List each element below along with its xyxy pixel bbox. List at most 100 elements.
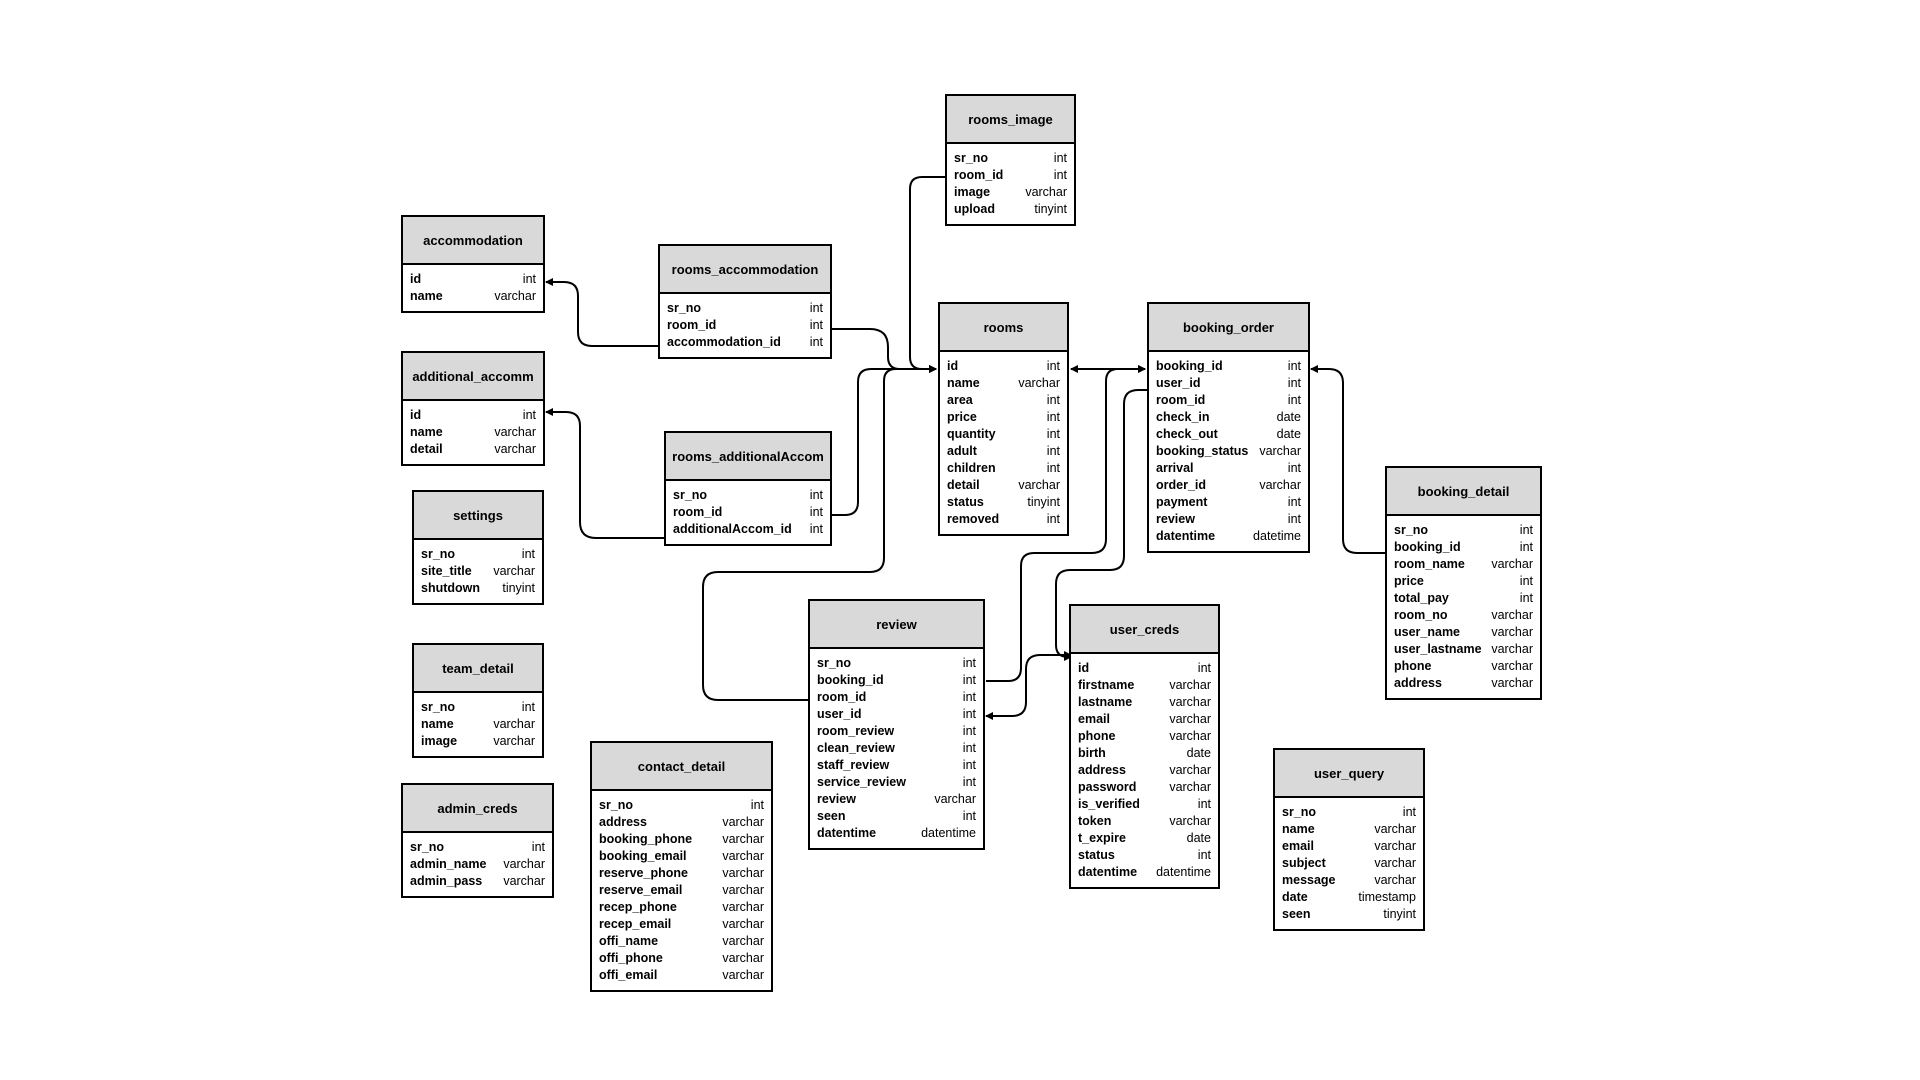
field-row[interactable]: admin_namevarchar — [410, 856, 545, 873]
field-row[interactable]: removedint — [947, 511, 1060, 528]
table-booking-detail[interactable]: booking_detail sr_nointbooking_idintroom… — [1385, 466, 1542, 700]
field-row[interactable]: room_idint — [817, 689, 976, 706]
field-row[interactable]: booking_idint — [1394, 539, 1533, 556]
field-row[interactable]: imagevarchar — [421, 733, 535, 750]
field-row[interactable]: idint — [947, 358, 1060, 375]
table-team-detail[interactable]: team_detail sr_nointnamevarcharimagevarc… — [412, 643, 544, 758]
field-row[interactable]: room_namevarchar — [1394, 556, 1533, 573]
field-row[interactable]: subjectvarchar — [1282, 855, 1416, 872]
field-row[interactable]: imagevarchar — [954, 184, 1067, 201]
field-row[interactable]: namevarchar — [421, 716, 535, 733]
field-row[interactable]: sr_noint — [410, 839, 545, 856]
field-row[interactable]: user_idint — [817, 706, 976, 723]
field-row[interactable]: sr_noint — [673, 487, 823, 504]
table-settings[interactable]: settings sr_nointsite_titlevarcharshutdo… — [412, 490, 544, 605]
field-row[interactable]: room_reviewint — [817, 723, 976, 740]
table-additional-accomm[interactable]: additional_accomm idintnamevarchardetail… — [401, 351, 545, 466]
field-row[interactable]: additionalAccom_idint — [673, 521, 823, 538]
table-admin-creds[interactable]: admin_creds sr_nointadmin_namevarcharadm… — [401, 783, 554, 898]
table-booking-order[interactable]: booking_order booking_idintuser_idintroo… — [1147, 302, 1310, 553]
field-row[interactable]: is_verifiedint — [1078, 796, 1211, 813]
table-user-creds[interactable]: user_creds idintfirstnamevarcharlastname… — [1069, 604, 1220, 889]
field-row[interactable]: sr_noint — [421, 699, 535, 716]
field-row[interactable]: idint — [410, 271, 536, 288]
field-row[interactable]: t_expiredate — [1078, 830, 1211, 847]
field-row[interactable]: room_novarchar — [1394, 607, 1533, 624]
field-row[interactable]: sr_noint — [421, 546, 535, 563]
field-row[interactable]: room_idint — [1156, 392, 1301, 409]
field-row[interactable]: offi_phonevarchar — [599, 950, 764, 967]
field-row[interactable]: room_idint — [673, 504, 823, 521]
field-row[interactable]: admin_passvarchar — [410, 873, 545, 890]
field-row[interactable]: detailvarchar — [410, 441, 536, 458]
field-row[interactable]: addressvarchar — [599, 814, 764, 831]
field-row[interactable]: firstnamevarchar — [1078, 677, 1211, 694]
field-row[interactable]: paymentint — [1156, 494, 1301, 511]
table-rooms[interactable]: rooms idintnamevarcharareaintpriceintqua… — [938, 302, 1069, 536]
field-row[interactable]: service_reviewint — [817, 774, 976, 791]
field-row[interactable]: tokenvarchar — [1078, 813, 1211, 830]
field-row[interactable]: recep_emailvarchar — [599, 916, 764, 933]
field-row[interactable]: statustinyint — [947, 494, 1060, 511]
field-row[interactable]: lastnamevarchar — [1078, 694, 1211, 711]
field-row[interactable]: booking_statusvarchar — [1156, 443, 1301, 460]
field-row[interactable]: emailvarchar — [1282, 838, 1416, 855]
field-row[interactable]: priceint — [947, 409, 1060, 426]
field-row[interactable]: statusint — [1078, 847, 1211, 864]
field-row[interactable]: seenint — [817, 808, 976, 825]
field-row[interactable]: addressvarchar — [1078, 762, 1211, 779]
field-row[interactable]: reserve_emailvarchar — [599, 882, 764, 899]
field-row[interactable]: datentimedatetime — [1156, 528, 1301, 545]
field-row[interactable]: emailvarchar — [1078, 711, 1211, 728]
field-row[interactable]: order_idvarchar — [1156, 477, 1301, 494]
field-row[interactable]: datentimedatentime — [1078, 864, 1211, 881]
field-row[interactable]: booking_idint — [817, 672, 976, 689]
field-row[interactable]: arrivalint — [1156, 460, 1301, 477]
field-row[interactable]: site_titlevarchar — [421, 563, 535, 580]
field-row[interactable]: reserve_phonevarchar — [599, 865, 764, 882]
field-row[interactable]: offi_namevarchar — [599, 933, 764, 950]
field-row[interactable]: booking_idint — [1156, 358, 1301, 375]
field-row[interactable]: passwordvarchar — [1078, 779, 1211, 796]
field-row[interactable]: namevarchar — [410, 424, 536, 441]
field-row[interactable]: clean_reviewint — [817, 740, 976, 757]
field-row[interactable]: user_namevarchar — [1394, 624, 1533, 641]
field-row[interactable]: reviewint — [1156, 511, 1301, 528]
table-review[interactable]: review sr_nointbooking_idintroom_idintus… — [808, 599, 985, 850]
field-row[interactable]: sr_noint — [954, 150, 1067, 167]
field-row[interactable]: phonevarchar — [1078, 728, 1211, 745]
field-row[interactable]: sr_noint — [1394, 522, 1533, 539]
field-row[interactable]: reviewvarchar — [817, 791, 976, 808]
field-row[interactable]: messagevarchar — [1282, 872, 1416, 889]
table-contact-detail[interactable]: contact_detail sr_nointaddressvarcharboo… — [590, 741, 773, 992]
field-row[interactable]: namevarchar — [947, 375, 1060, 392]
field-row[interactable]: sr_noint — [599, 797, 764, 814]
field-row[interactable]: seentinyint — [1282, 906, 1416, 923]
field-row[interactable]: sr_noint — [667, 300, 823, 317]
field-row[interactable]: quantityint — [947, 426, 1060, 443]
field-row[interactable]: addressvarchar — [1394, 675, 1533, 692]
field-row[interactable]: check_outdate — [1156, 426, 1301, 443]
field-row[interactable]: room_idint — [667, 317, 823, 334]
field-row[interactable]: datentimedatentime — [817, 825, 976, 842]
field-row[interactable]: uploadtinyint — [954, 201, 1067, 218]
field-row[interactable]: check_indate — [1156, 409, 1301, 426]
field-row[interactable]: shutdowntinyint — [421, 580, 535, 597]
field-row[interactable]: childrenint — [947, 460, 1060, 477]
table-accommodation[interactable]: accommodation idintnamevarchar — [401, 215, 545, 313]
table-user-query[interactable]: user_query sr_nointnamevarcharemailvarch… — [1273, 748, 1425, 931]
field-row[interactable]: sr_noint — [817, 655, 976, 672]
table-rooms-image[interactable]: rooms_image sr_nointroom_idintimagevarch… — [945, 94, 1076, 226]
field-row[interactable]: user_lastnamevarchar — [1394, 641, 1533, 658]
field-row[interactable]: priceint — [1394, 573, 1533, 590]
field-row[interactable]: birthdate — [1078, 745, 1211, 762]
field-row[interactable]: phonevarchar — [1394, 658, 1533, 675]
field-row[interactable]: sr_noint — [1282, 804, 1416, 821]
field-row[interactable]: datetimestamp — [1282, 889, 1416, 906]
table-rooms-accommodation[interactable]: rooms_accommodation sr_nointroom_idintac… — [658, 244, 832, 359]
field-row[interactable]: detailvarchar — [947, 477, 1060, 494]
field-row[interactable]: user_idint — [1156, 375, 1301, 392]
field-row[interactable]: areaint — [947, 392, 1060, 409]
field-row[interactable]: room_idint — [954, 167, 1067, 184]
field-row[interactable]: staff_reviewint — [817, 757, 976, 774]
